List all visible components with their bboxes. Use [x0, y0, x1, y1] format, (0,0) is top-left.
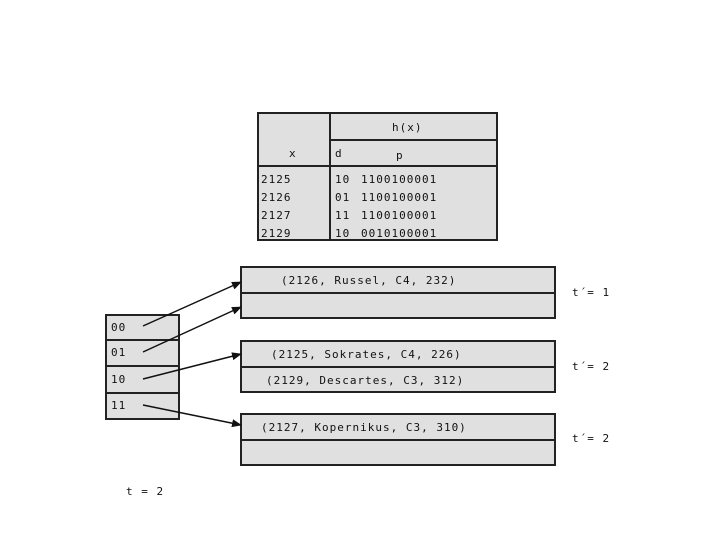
hash-header-x: x — [289, 147, 297, 160]
directory-divider — [106, 365, 179, 367]
bucket-divider — [241, 366, 555, 368]
local-depth-label: t´= 2 — [572, 432, 611, 445]
bucket-record: (2126, Russel, C4, 232) — [281, 274, 457, 287]
hash-row-d: 11 — [335, 209, 351, 222]
hash-row-x: 2129 — [261, 227, 292, 240]
hash-header-p: p — [396, 149, 404, 162]
local-depth-label: t´= 2 — [572, 360, 611, 373]
hash-row-d: 01 — [335, 191, 351, 204]
hash-row-p: 1100100001 — [361, 173, 438, 186]
directory-entry: 10 — [111, 373, 127, 386]
hash-row-x: 2127 — [261, 209, 292, 222]
hash-row-x: 2126 — [261, 191, 292, 204]
hash-row-d: 10 — [335, 227, 351, 240]
hash-row-d: 10 — [335, 173, 351, 186]
hash-row-p: 1100100001 — [361, 191, 438, 204]
hash-row-p: 0010100001 — [361, 227, 438, 240]
directory-entry: 01 — [111, 346, 127, 359]
directory-divider — [106, 392, 179, 394]
bucket-record: (2127, Kopernikus, C3, 310) — [261, 421, 467, 434]
hash-row-x: 2125 — [261, 173, 292, 186]
hash-header-d: d — [335, 147, 343, 160]
hash-header-hx: h(x) — [392, 121, 423, 134]
global-depth-label: t = 2 — [126, 485, 165, 498]
hash-table-divider — [329, 113, 331, 240]
hash-table-divider — [258, 165, 497, 167]
bucket-record: (2125, Sokrates, C4, 226) — [271, 348, 462, 361]
bucket-divider — [241, 439, 555, 441]
hash-row-p: 1100100001 — [361, 209, 438, 222]
bucket-divider — [241, 292, 555, 294]
directory-entry: 11 — [111, 399, 127, 412]
local-depth-label: t´= 1 — [572, 286, 611, 299]
directory-entry: 00 — [111, 321, 127, 334]
directory-divider — [106, 339, 179, 341]
hash-table-divider — [330, 139, 497, 141]
bucket-record: (2129, Descartes, C3, 312) — [266, 374, 465, 387]
hash-table — [257, 112, 498, 241]
